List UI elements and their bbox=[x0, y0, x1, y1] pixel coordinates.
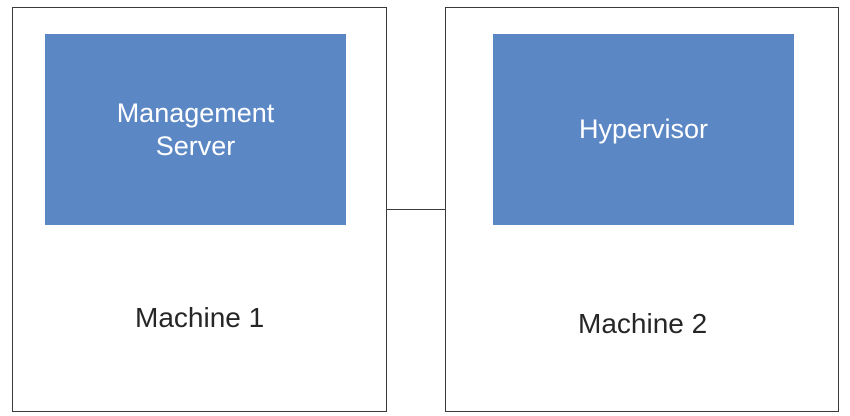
hypervisor-label: Hypervisor bbox=[578, 114, 709, 145]
machine-1-label: Machine 1 bbox=[135, 302, 265, 333]
machine-2-label: Machine 2 bbox=[578, 308, 708, 339]
network-connection-line bbox=[387, 209, 445, 210]
hypervisor-box: Hypervisor bbox=[493, 34, 794, 225]
management-server-label-line-2: Server bbox=[155, 130, 236, 161]
management-server-box: Management Server bbox=[45, 34, 346, 225]
machine-2-box: Hypervisor Machine 2 bbox=[445, 7, 839, 412]
management-server-label-line-1: Management bbox=[116, 98, 275, 129]
machine-1-box: Management Server Machine 1 bbox=[12, 7, 387, 412]
